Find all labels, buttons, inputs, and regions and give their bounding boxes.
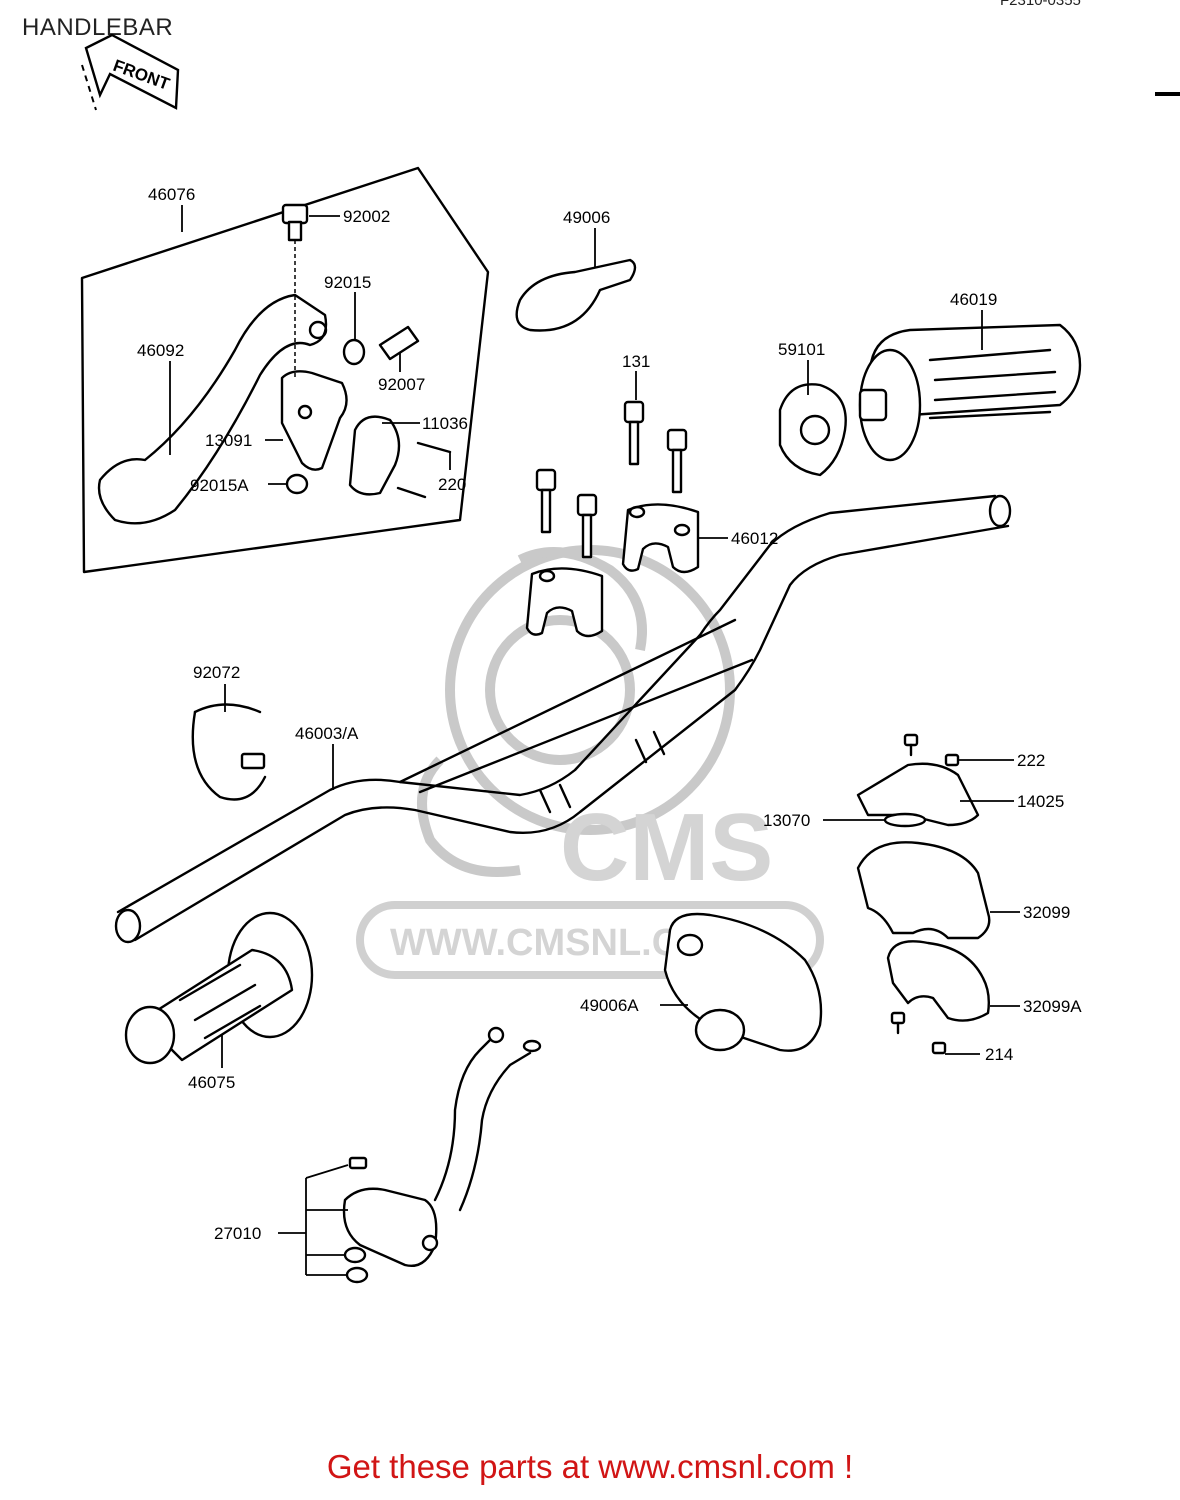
right-throttle-grip bbox=[858, 323, 1082, 462]
cable-adjuster bbox=[378, 325, 420, 361]
part-label-49006: 49006 bbox=[563, 208, 610, 227]
part-label-27010: 27010 bbox=[214, 1224, 261, 1243]
part-label-92072: 92072 bbox=[193, 663, 240, 682]
part-label-46076: 46076 bbox=[148, 185, 195, 204]
part-label-11036: 11036 bbox=[422, 414, 468, 433]
part-label-13091: 13091 bbox=[205, 431, 252, 450]
part-label-92015: 92015 bbox=[324, 273, 371, 292]
throttle-cable-pulley bbox=[778, 383, 847, 477]
clutch-lever bbox=[97, 293, 328, 525]
part-label-131: 131 bbox=[622, 352, 650, 371]
throttle-housing-upper bbox=[856, 841, 991, 940]
pivot-bolt bbox=[281, 203, 309, 380]
perch-nut bbox=[285, 473, 309, 495]
part-label-222: 222 bbox=[1017, 751, 1045, 770]
lever-boot bbox=[515, 258, 637, 332]
perch-clamp bbox=[348, 415, 401, 496]
part-label-220: 220 bbox=[438, 475, 466, 494]
throttle-boot bbox=[663, 912, 823, 1052]
holder-bolts bbox=[535, 400, 688, 559]
part-label-46012: 46012 bbox=[731, 529, 778, 548]
part-label-92015A: 92015A bbox=[190, 476, 249, 495]
lever-assembly-outline bbox=[80, 166, 490, 574]
leader-lines bbox=[169, 205, 1020, 1276]
grip-band bbox=[191, 703, 267, 801]
part-label-46092: 46092 bbox=[137, 341, 184, 360]
part-label-214: 214 bbox=[985, 1045, 1013, 1064]
cms-watermark: CMS WWW.CMSNL.COM bbox=[356, 545, 824, 979]
part-label-32099A: 32099A bbox=[1023, 997, 1082, 1016]
throttle-cover bbox=[856, 762, 980, 827]
throttle-gasket bbox=[883, 812, 927, 828]
diagram-ref-code: F2310-0355 bbox=[1000, 0, 1081, 9]
handlebar-holder-upper bbox=[621, 503, 700, 574]
left-grip bbox=[124, 911, 314, 1065]
part-label-46019: 46019 bbox=[950, 290, 997, 309]
part-label-13070: 13070 bbox=[763, 811, 810, 830]
part-label-92002: 92002 bbox=[343, 207, 390, 226]
part-label-49006A: 49006A bbox=[580, 996, 639, 1015]
housing-screws bbox=[890, 733, 960, 1055]
footer-shop-link[interactable]: Get these parts at www.cmsnl.com ! bbox=[326, 1448, 854, 1485]
engine-stop-switch bbox=[342, 1026, 542, 1284]
part-label-32099: 32099 bbox=[1023, 903, 1070, 922]
lever-perch bbox=[280, 370, 348, 471]
handlebar-holder-lower bbox=[525, 567, 604, 638]
handlebar bbox=[114, 494, 1012, 944]
part-label-46003A: 46003/A bbox=[295, 724, 359, 743]
part-label-46075: 46075 bbox=[188, 1073, 235, 1092]
watermark-logo-text: CMS bbox=[560, 794, 773, 901]
part-label-14025: 14025 bbox=[1017, 792, 1064, 811]
part-label-92007: 92007 bbox=[378, 375, 425, 394]
throttle-housing-lower bbox=[886, 940, 991, 1022]
page-title: HANDLEBAR bbox=[22, 14, 174, 41]
part-labels: 46076 92002 92015 46092 92007 11036 1309… bbox=[137, 185, 1082, 1243]
part-label-59101: 59101 bbox=[778, 340, 825, 359]
adjuster-nut bbox=[342, 338, 366, 366]
front-direction-arrow: FRONT bbox=[81, 33, 180, 111]
